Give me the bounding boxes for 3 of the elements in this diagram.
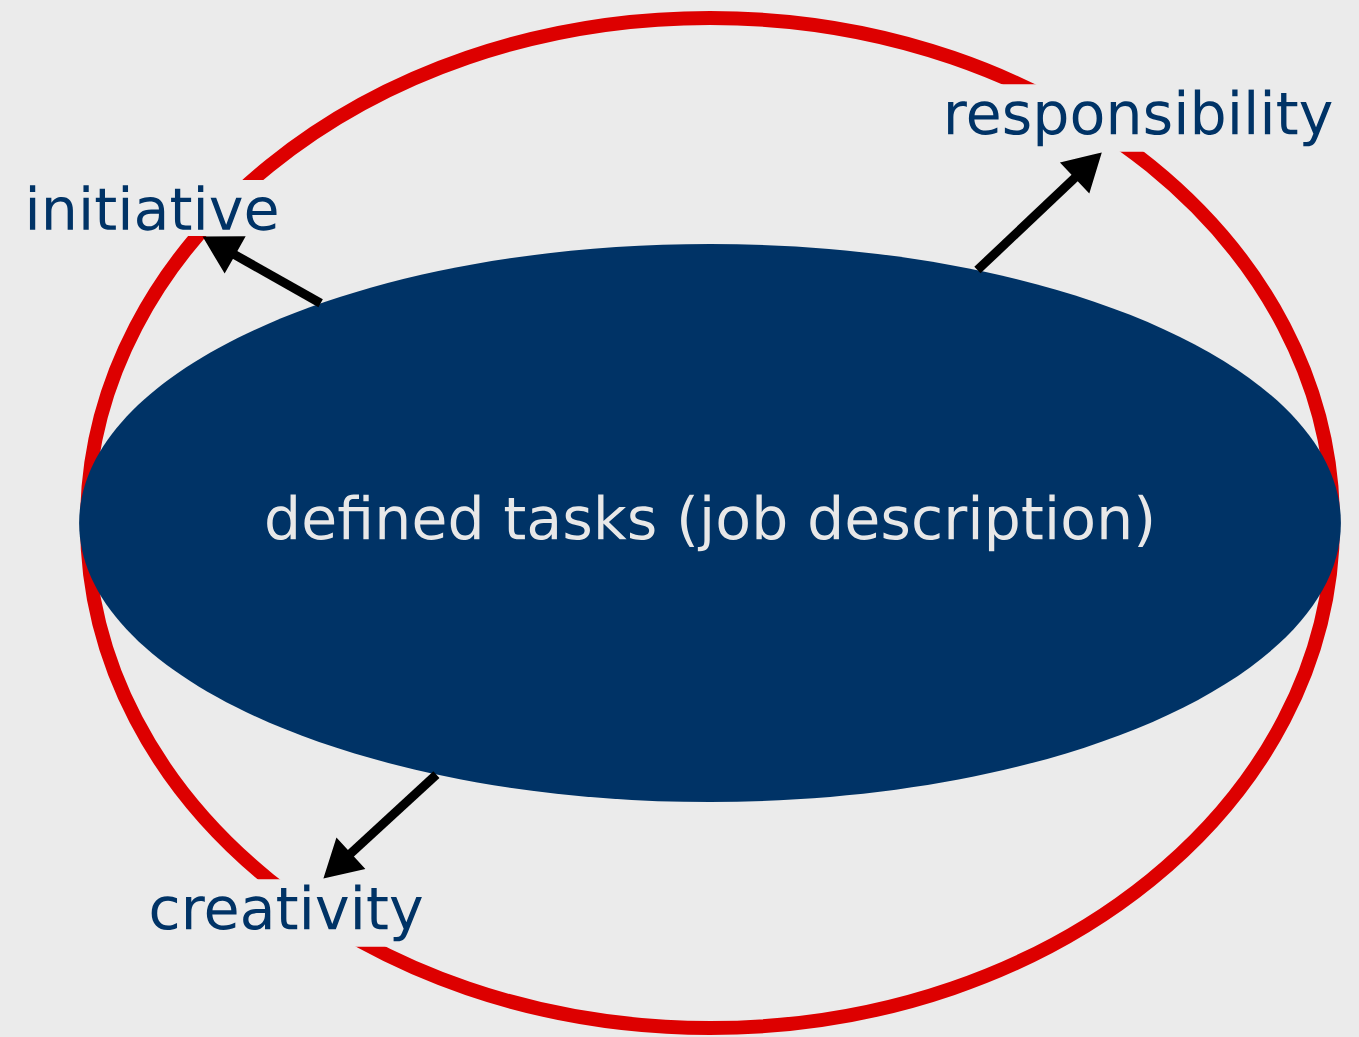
label-text: creativity [143, 879, 429, 947]
label-text: initiative [19, 179, 285, 237]
label-text: responsibility [937, 84, 1339, 152]
